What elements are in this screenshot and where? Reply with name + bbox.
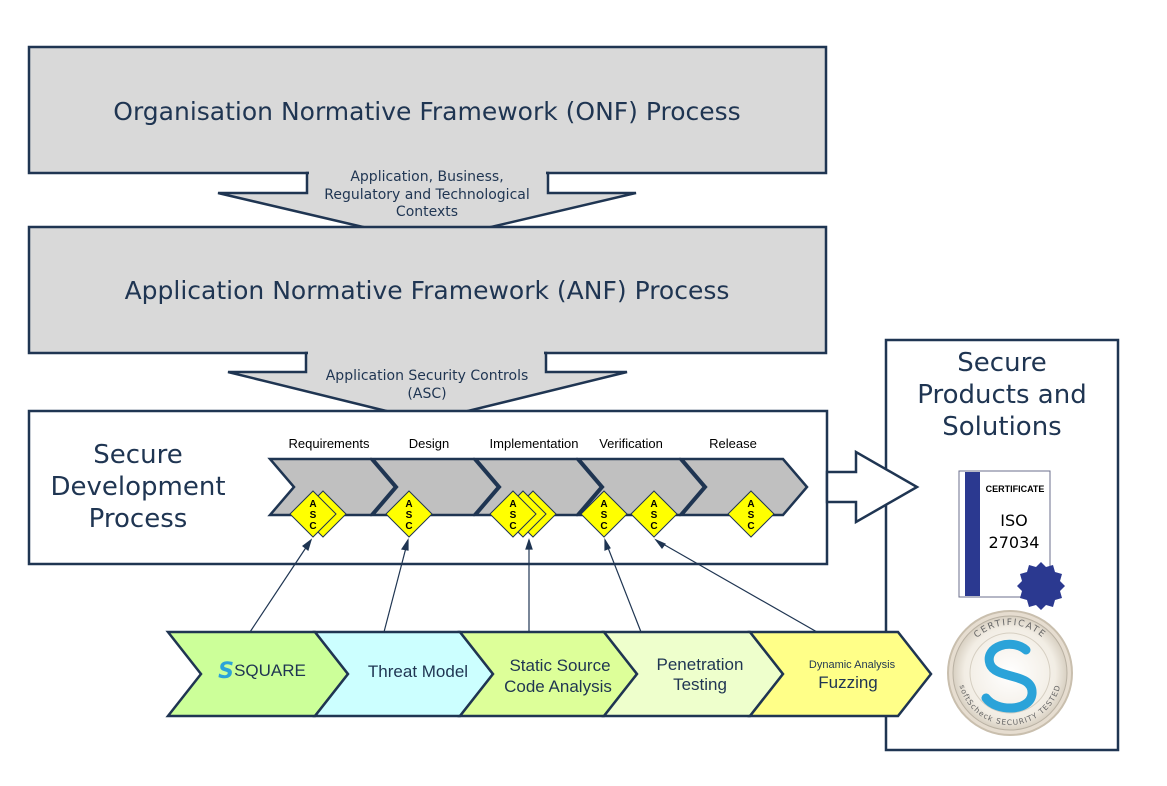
asc-arrow-joint (308, 350, 544, 356)
arrowhead-icon (525, 538, 533, 550)
certificate-badge-icon (1017, 562, 1065, 610)
asc-letter: A (650, 499, 657, 510)
sdp-title-line-3: Process (89, 504, 188, 534)
arrowhead-icon (302, 538, 313, 552)
tool-fuzzing-sub: Dynamic Analysis (809, 659, 896, 671)
contexts-line-3: Contexts (396, 204, 458, 220)
tool-pen-line-2: Testing (673, 675, 727, 694)
asc-letter: C (509, 521, 516, 532)
asc-diamonds: A S C A S C A S C (289, 490, 775, 538)
arrowhead-icon (604, 537, 611, 551)
asc-letter: S (310, 510, 317, 521)
phase-label-verification: Verification (599, 436, 663, 451)
asc-letter: S (601, 510, 608, 521)
asc-letter: S (406, 510, 413, 521)
phase-label-release: Release (709, 436, 757, 451)
asc-letter: A (600, 499, 607, 510)
asc-arrow-shape (227, 351, 628, 423)
asc-arrow: Application Security Controls (ASC) (227, 350, 628, 423)
asc-letter: S (510, 510, 517, 521)
tool-connectors (249, 537, 818, 633)
tool-threat-model-label: Threat Model (368, 662, 468, 681)
certificate-stripe (965, 472, 980, 596)
asc-letter: A (747, 499, 754, 510)
asc-letter: A (309, 499, 316, 510)
asc-letter: A (509, 499, 516, 510)
anf-block: Application Normative Framework (ANF) Pr… (27, 225, 828, 355)
asc-letter: A (405, 499, 412, 510)
arrowhead-icon (400, 538, 409, 551)
asc-letter: C (309, 521, 316, 532)
certificate-number: 27034 (989, 533, 1040, 552)
arrowhead-icon (654, 538, 666, 549)
tool-static-line-2: Code Analysis (504, 677, 612, 696)
phase-label-implementation: Implementation (490, 436, 579, 451)
asc-diamond: A S C (489, 490, 537, 538)
contexts-arrow-joint (309, 170, 546, 176)
connector-threat-model (383, 539, 409, 633)
products-title-line-2: Products and (917, 380, 1086, 410)
tool-static-line-1: Static Source (509, 656, 610, 675)
tool-pen-line-1: Penetration (657, 655, 744, 674)
onf-block: Organisation Normative Framework (ONF) P… (27, 45, 828, 175)
asc-diamond: A S C (630, 490, 678, 538)
sdp-to-products-arrow (825, 449, 920, 525)
anf-title: Application Normative Framework (ANF) Pr… (125, 276, 730, 305)
phase-label-design: Design (409, 436, 449, 451)
onf-box (27, 45, 828, 175)
sdp-block: Secure Development Process Requirements … (27, 409, 829, 566)
softscheck-seal: CERTIFICATE softScheck SECURITY TESTED (947, 610, 1073, 736)
iso-certificate: CERTIFICATE ISO 27034 (958, 470, 1065, 610)
contexts-line-1: Application, Business, (350, 169, 503, 185)
asc-arrow-line-2: (ASC) (407, 386, 446, 402)
tool-fuzzing-label: Fuzzing (818, 673, 878, 692)
products-title-line-1: Secure (957, 348, 1046, 378)
seal-inner-ring (969, 632, 1051, 714)
asc-diamond: A S C (580, 490, 628, 538)
asc-letter: C (747, 521, 754, 532)
contexts-arrow: Application, Business, Regulatory and Te… (217, 169, 637, 244)
asc-letter: C (650, 521, 657, 532)
certificate-iso: ISO (1000, 511, 1027, 530)
phase-chevron-release (679, 457, 809, 517)
connector-square (249, 539, 312, 633)
asc-letter: S (651, 510, 658, 521)
tools-row: S SQUARE Threat Model Static Source Code… (165, 630, 933, 718)
products-title-line-3: Solutions (942, 412, 1061, 442)
asc-diamond: A S C (727, 490, 775, 538)
asc-letter: S (748, 510, 755, 521)
asc-letter: C (600, 521, 607, 532)
sdp-title-line-1: Secure (93, 440, 182, 470)
connector-fuzzing (655, 539, 818, 633)
square-logo-icon: S (218, 659, 234, 684)
sdp-title-line-2: Development (50, 472, 225, 502)
certificate-heading: CERTIFICATE (986, 484, 1045, 494)
asc-diamond: A S C (289, 490, 337, 538)
asc-letter: C (405, 521, 412, 532)
onf-title: Organisation Normative Framework (ONF) P… (113, 97, 740, 126)
phase-label-requirements: Requirements (289, 436, 370, 451)
tool-square-label: SQUARE (234, 661, 306, 680)
phase-chevron-requirements (267, 457, 397, 517)
softscheck-s-logo-icon (981, 639, 1037, 713)
asc-arrow-line-1: Application Security Controls (326, 368, 529, 384)
connector-pen (604, 539, 642, 633)
contexts-arrow-shape (217, 171, 637, 244)
anf-box (27, 225, 828, 355)
contexts-line-2: Regulatory and Technological (324, 187, 529, 203)
tool-fuzzing (747, 630, 933, 718)
asc-diamond: A S C (385, 490, 433, 538)
